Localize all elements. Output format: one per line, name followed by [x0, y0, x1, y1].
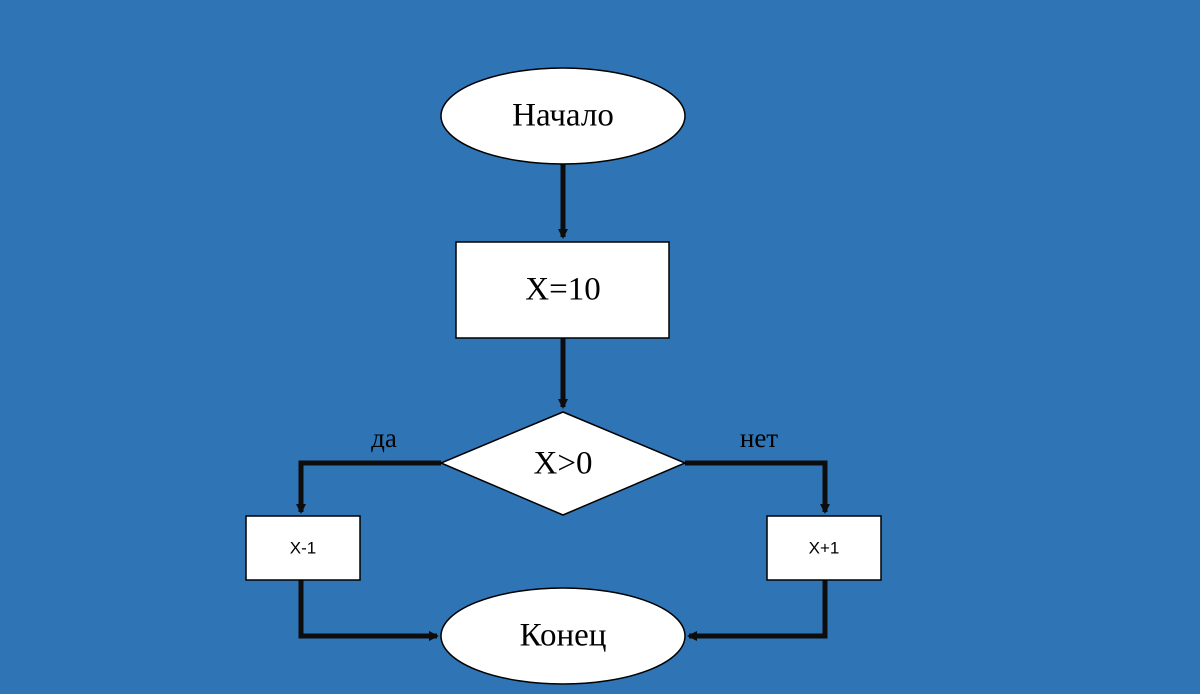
decrement-rect — [245, 515, 361, 581]
end-label: Конец — [520, 618, 607, 654]
increment-label: X+1 — [809, 538, 840, 557]
assign-rect — [455, 241, 670, 339]
condition-diamond — [439, 411, 687, 516]
assign-node: X=10 — [455, 241, 670, 339]
yes-branch-label: да — [371, 423, 397, 453]
connectors — [296, 162, 830, 641]
connector-condition-no-branch — [685, 460, 830, 514]
increment-node: X+1 — [766, 515, 882, 581]
decrement-node: X-1 — [245, 515, 361, 581]
connector-increment-to-end — [687, 580, 828, 641]
end-ellipse — [440, 587, 686, 685]
increment-rect — [766, 515, 882, 581]
start-ellipse — [440, 67, 686, 165]
assign-label: X=10 — [525, 272, 600, 308]
no-branch-label: нет — [740, 423, 778, 453]
condition-node: X>0 — [439, 411, 687, 516]
start-node: Начало — [440, 67, 686, 165]
connector-decrement-to-end — [298, 580, 439, 641]
connector-condition-yes-branch — [296, 460, 441, 514]
condition-label: X>0 — [534, 446, 593, 482]
start-label: Начало — [512, 98, 614, 134]
end-node: Конец — [440, 587, 686, 685]
decrement-label: X-1 — [290, 538, 316, 557]
